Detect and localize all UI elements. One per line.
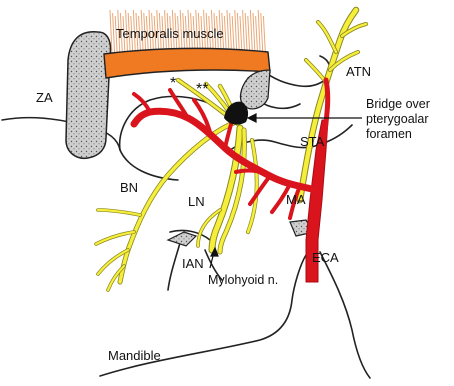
temporalis-fiber [256,16,258,54]
temporalis-fiber [245,13,247,54]
temporalis-muscle-band [104,48,270,78]
temporalis-fiber [113,13,115,54]
temporalis-fiber [227,10,229,54]
label-atn: ATN [346,64,371,79]
zygomatic-arch-bone [66,32,111,159]
temporalis-fiber [235,10,237,54]
label-ln: LN [188,194,205,209]
auriculotemporal-nerve [300,10,366,200]
label-za: ZA [36,90,53,105]
label-single-asterisk: * [170,75,176,92]
temporalis-fiber [250,10,252,54]
label-sta: STA [300,134,325,149]
temporalis-fiber [240,16,242,54]
label-ma: MA [286,192,306,207]
pterygoalar-bridge [224,102,248,125]
temporalis-fiber [253,13,255,54]
temporalis-fiber [261,13,263,54]
temporalis-fiber [263,16,265,54]
label-bridge-line3: foramen [366,127,412,141]
temporalis-fiber [243,10,245,54]
label-bridge-line2: pterygoalar [366,112,429,126]
label-mylohyoid-nerve: Mylohyoid n. [208,273,278,287]
temporalis-fiber [232,16,234,54]
temporalis-fiber [237,13,239,54]
label-eca: ECA [312,250,339,265]
label-bridge-line1: Bridge over [366,97,430,111]
buccal-nerve [96,122,236,290]
label-ian: IAN [182,256,204,271]
temporalis-fiber [230,13,232,54]
label-mandible: Mandible [108,348,161,363]
temporalis-fiber [258,10,260,54]
label-temporalis-muscle: Temporalis muscle [116,26,224,41]
label-bn: BN [120,180,138,195]
coronoid-bone [241,70,270,109]
lingula-bone [168,232,196,246]
label-double-asterisk: ** [196,81,208,98]
temporalis-fiber [248,16,250,54]
